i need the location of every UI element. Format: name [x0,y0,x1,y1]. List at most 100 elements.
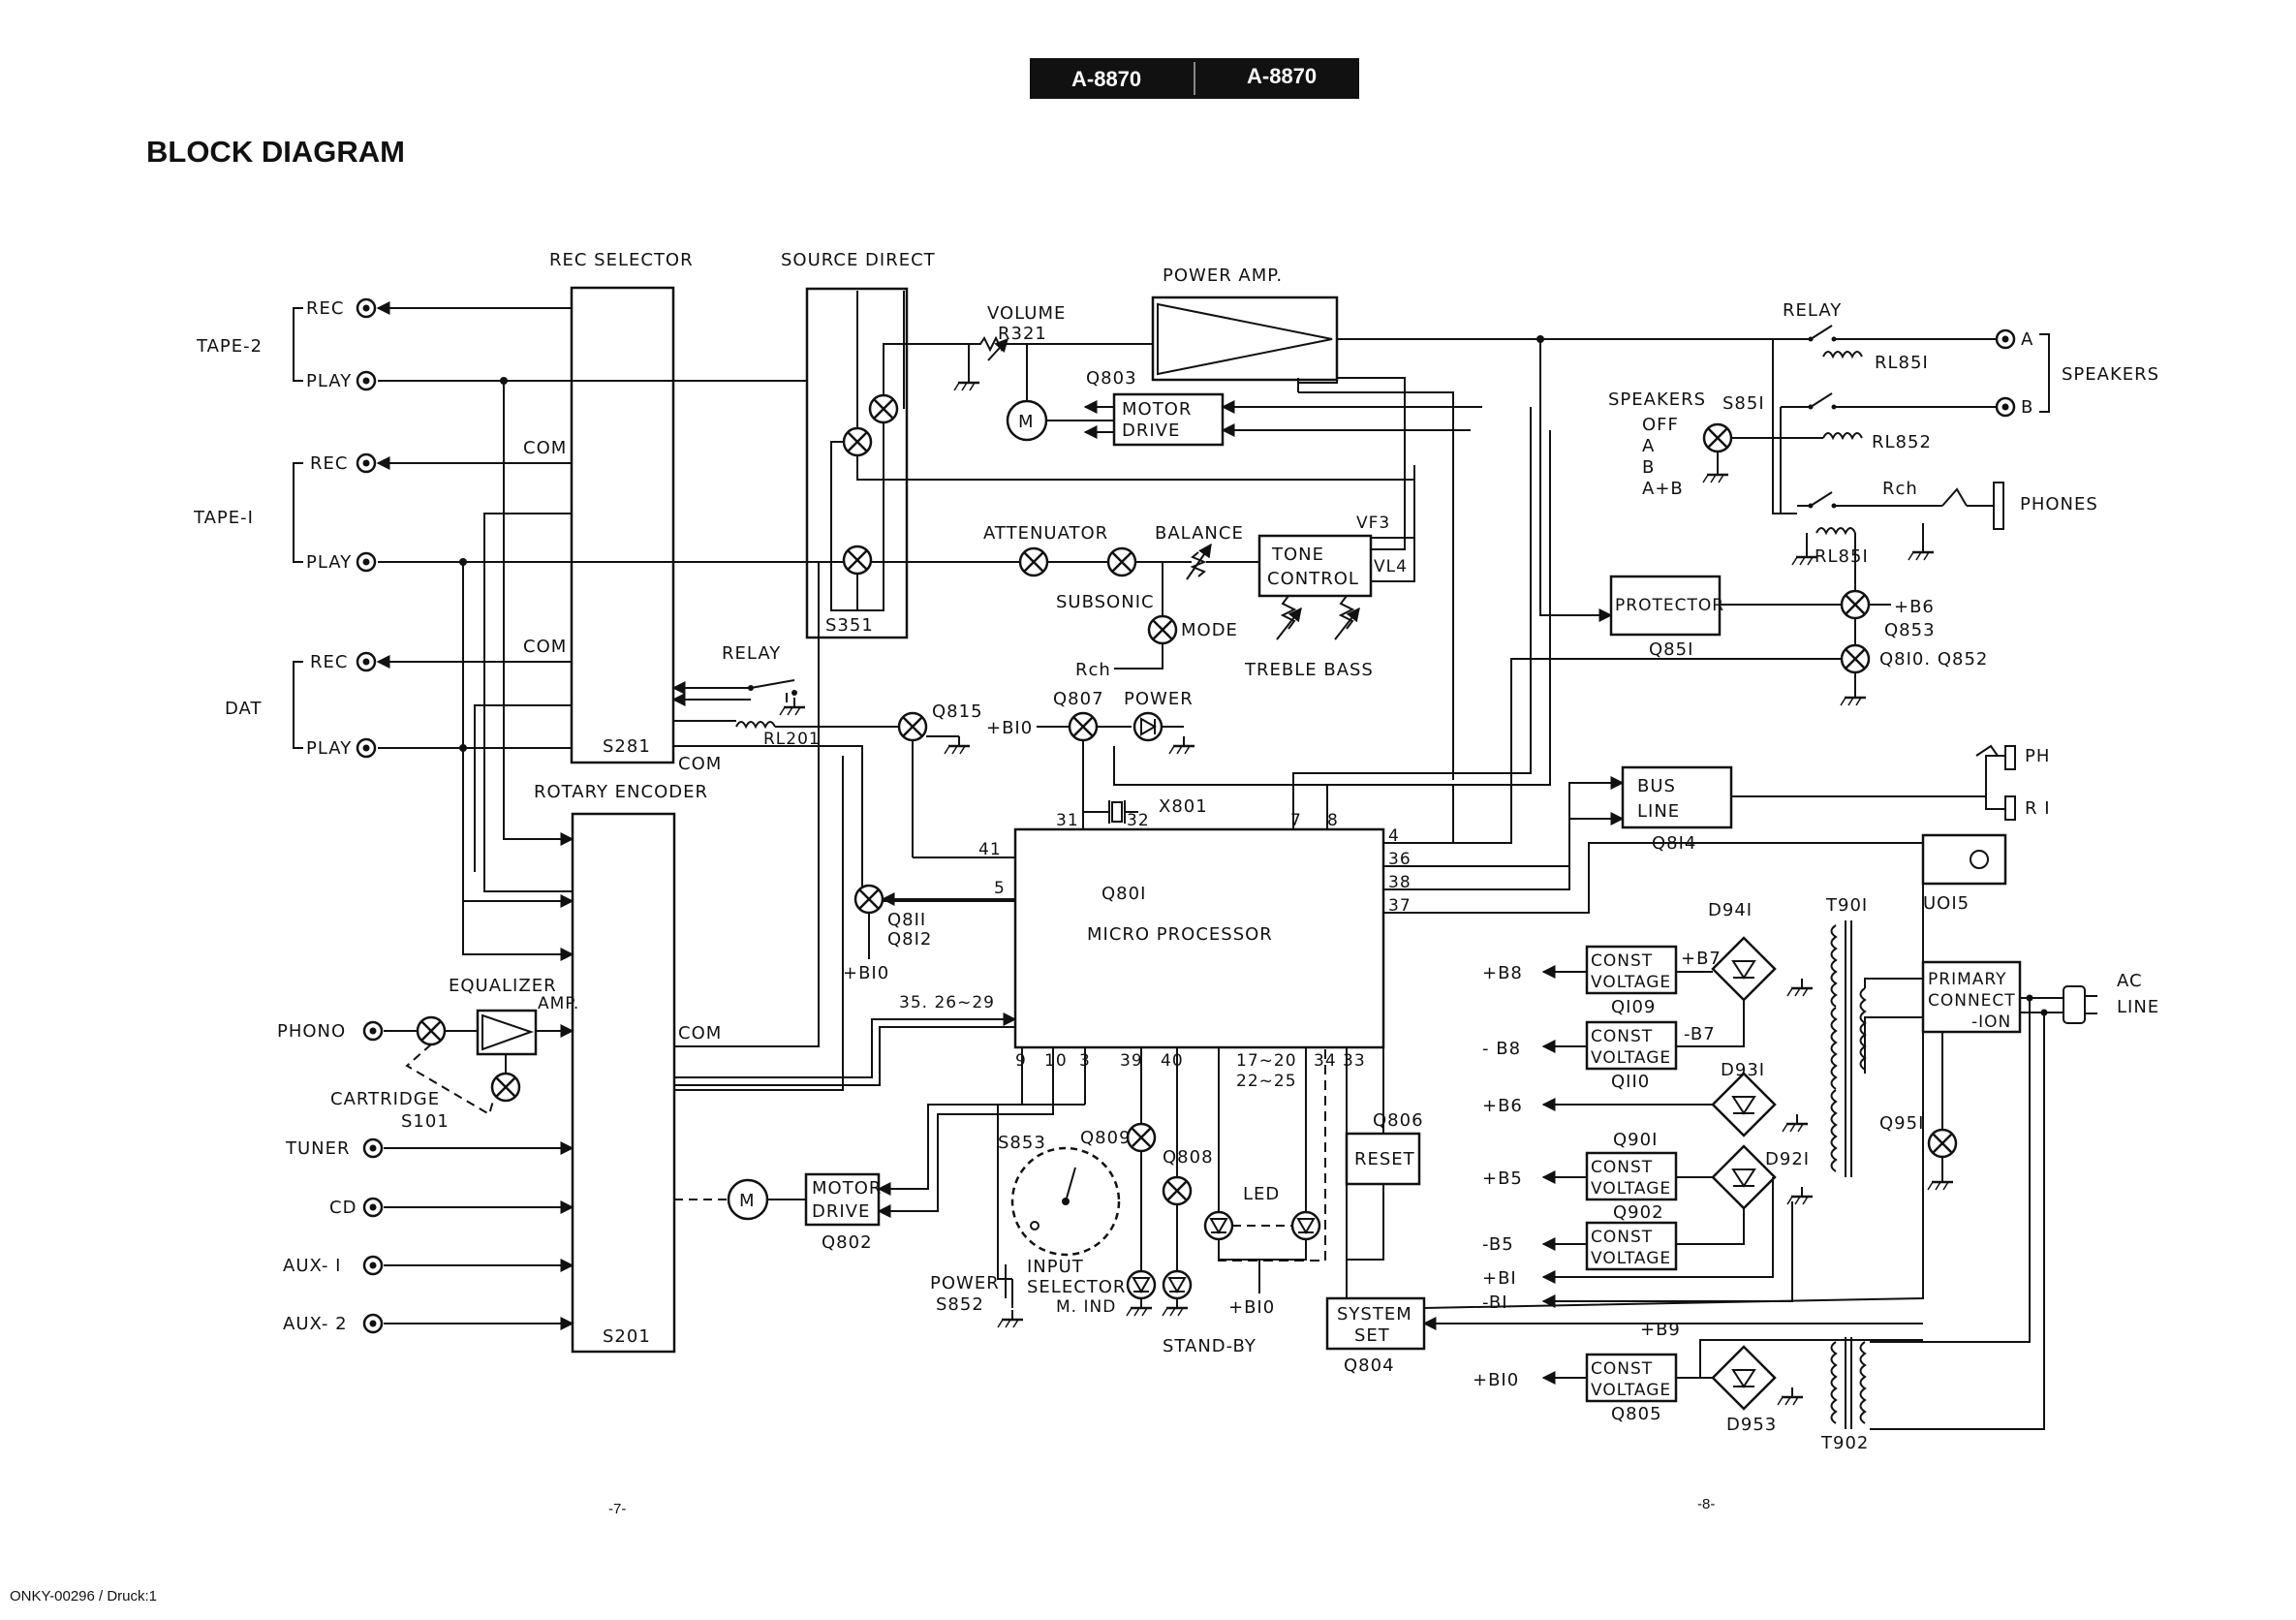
pin-7: 7 [1290,811,1302,830]
tape2-play-jack[interactable] [356,370,377,391]
ac-line-label: LINE [2117,997,2159,1017]
tape2-rec-jack[interactable] [356,297,377,319]
speaker-b-jack[interactable] [1995,396,2016,418]
micro-processor-label: MICRO PROCESSOR [1087,924,1273,945]
b10-label-1: +BI0 [986,718,1033,738]
equalizer-label: EQUALIZER [449,976,557,996]
aux1-jack[interactable] [362,1255,384,1276]
tape1-rec-jack[interactable] [356,452,377,474]
pin-39: 39 [1120,1051,1143,1071]
pin-34: 34 [1314,1051,1337,1071]
rl201-label: RL201 [763,730,821,749]
speaker-b-label: B [2021,397,2033,418]
speakers-switch-label: SPEAKERS [1608,389,1706,410]
led-group: LED [1203,1046,1326,1293]
motor-drive2-label-2: DRIVE [812,1201,870,1222]
dat-play-jack[interactable] [356,737,377,759]
q802-label: Q802 [822,1232,873,1253]
rotary-encoder-label: ROTARY ENCODER [534,782,708,802]
u015-block [1921,833,2007,886]
encoder-motor-m: M [739,1191,756,1211]
volume-control: VOLUME R321 M MOTOR DRIVE Q803 [952,303,1482,447]
d931-label: D93I [1721,1060,1765,1080]
control-label: CONTROL [1267,569,1359,589]
com-label-3: COM [678,754,722,774]
q805-label: Q805 [1611,1404,1662,1424]
vl4-label: VL4 [1374,557,1408,576]
dat-rec-label: REC [310,652,348,672]
tape1-label: TAPE-I [193,508,254,528]
m-ind-label: M. IND [1056,1297,1116,1317]
rotary-encoder-block [571,812,676,1354]
phones-label: PHONES [2020,494,2098,514]
input-selector-label-2: SELECTOR [1027,1277,1126,1297]
rec-selector-block [570,286,675,764]
pin-4: 4 [1388,826,1400,846]
set-label: SET [1354,1325,1390,1346]
motor-drive-label-2: DRIVE [1122,421,1180,441]
speakers-b-label: B [1642,457,1655,478]
speakers-off-label: OFF [1642,415,1679,435]
s852-label: S852 [936,1294,984,1315]
x801-label: X801 [1159,796,1208,817]
q951-label: Q95I [1879,1113,1924,1134]
protector-block [1609,575,1722,637]
line-label: LINE [1637,801,1680,822]
pin-36: 36 [1388,850,1412,869]
page-number-left: -7- [608,1501,626,1517]
q801-label: Q80I [1101,884,1146,904]
subsonic-label: SUBSONIC [1056,592,1155,612]
b9-label: +B9 [1640,1320,1681,1340]
b10-label-right: +BI0 [1473,1370,1519,1390]
ion-label: -ION [1971,1012,2011,1032]
reset-block [1345,1132,1421,1186]
pin-5: 5 [994,879,1006,898]
cd-jack[interactable] [362,1197,384,1218]
q804-label: Q804 [1344,1355,1395,1376]
d941-label: D94I [1708,900,1753,920]
phono-jack[interactable] [362,1020,384,1042]
tuner-jack[interactable] [362,1137,384,1159]
micro-processor-block [1013,827,1385,1049]
pin-35-26-29: 35. 26~29 [899,993,995,1012]
standby-label: STAND-BY [1163,1336,1257,1356]
q853-label: Q853 [1884,620,1936,640]
encoder-motor: M MOTOR DRIVE Q802 [674,1047,1054,1253]
input-wiring: COM COM [376,301,845,1330]
volume-motor-drive-block [1112,392,1225,447]
pin-32: 32 [1127,811,1150,830]
phones-rch-label: Rch [1882,479,1918,499]
pin-41: 41 [978,840,1002,859]
pin-40: 40 [1161,1051,1184,1071]
aux2-label: AUX- 2 [283,1314,348,1334]
tape1-play-label: PLAY [306,552,352,573]
connect-label: CONNECT [1928,991,2016,1011]
q807-label: Q807 [1053,689,1104,709]
t901-label: T90I [1825,895,1868,916]
q806-label: Q806 [1373,1110,1424,1131]
q812-label: Q8I2 [887,929,932,950]
vf3-label: VF3 [1356,514,1390,533]
q902-label: Q902 [1613,1202,1664,1223]
aux2-jack[interactable] [362,1313,384,1334]
dat-rec-jack[interactable] [356,651,377,672]
page-title: BLOCK DIAGRAM [146,135,405,169]
speaker-a-jack[interactable] [1995,328,2016,350]
power-supply: D94I T90I CONST VOLTAGE +B7 QI09 +B8 CON… [1423,843,2159,1453]
b10-label-2: +BI0 [843,963,889,983]
q110-voltage: VOLTAGE [1591,1048,1671,1068]
rl852-label: RL852 [1872,432,1932,452]
ri-label: R I [2025,798,2051,819]
q901-const: CONST [1591,1158,1653,1177]
amp-label: AMP. [538,994,579,1013]
r321-label: R321 [998,324,1047,344]
tape1-play-jack[interactable] [356,551,377,573]
tape2-play-label: PLAY [306,371,352,391]
q815-label: Q815 [932,701,983,722]
power-amp-label: POWER AMP. [1163,265,1283,286]
cd-label: CD [329,1198,357,1218]
rec-selector-label: REC SELECTOR [549,250,694,270]
q109-const: CONST [1591,951,1653,971]
b1p-label: +BI [1482,1268,1517,1289]
s201-label: S201 [603,1326,651,1347]
